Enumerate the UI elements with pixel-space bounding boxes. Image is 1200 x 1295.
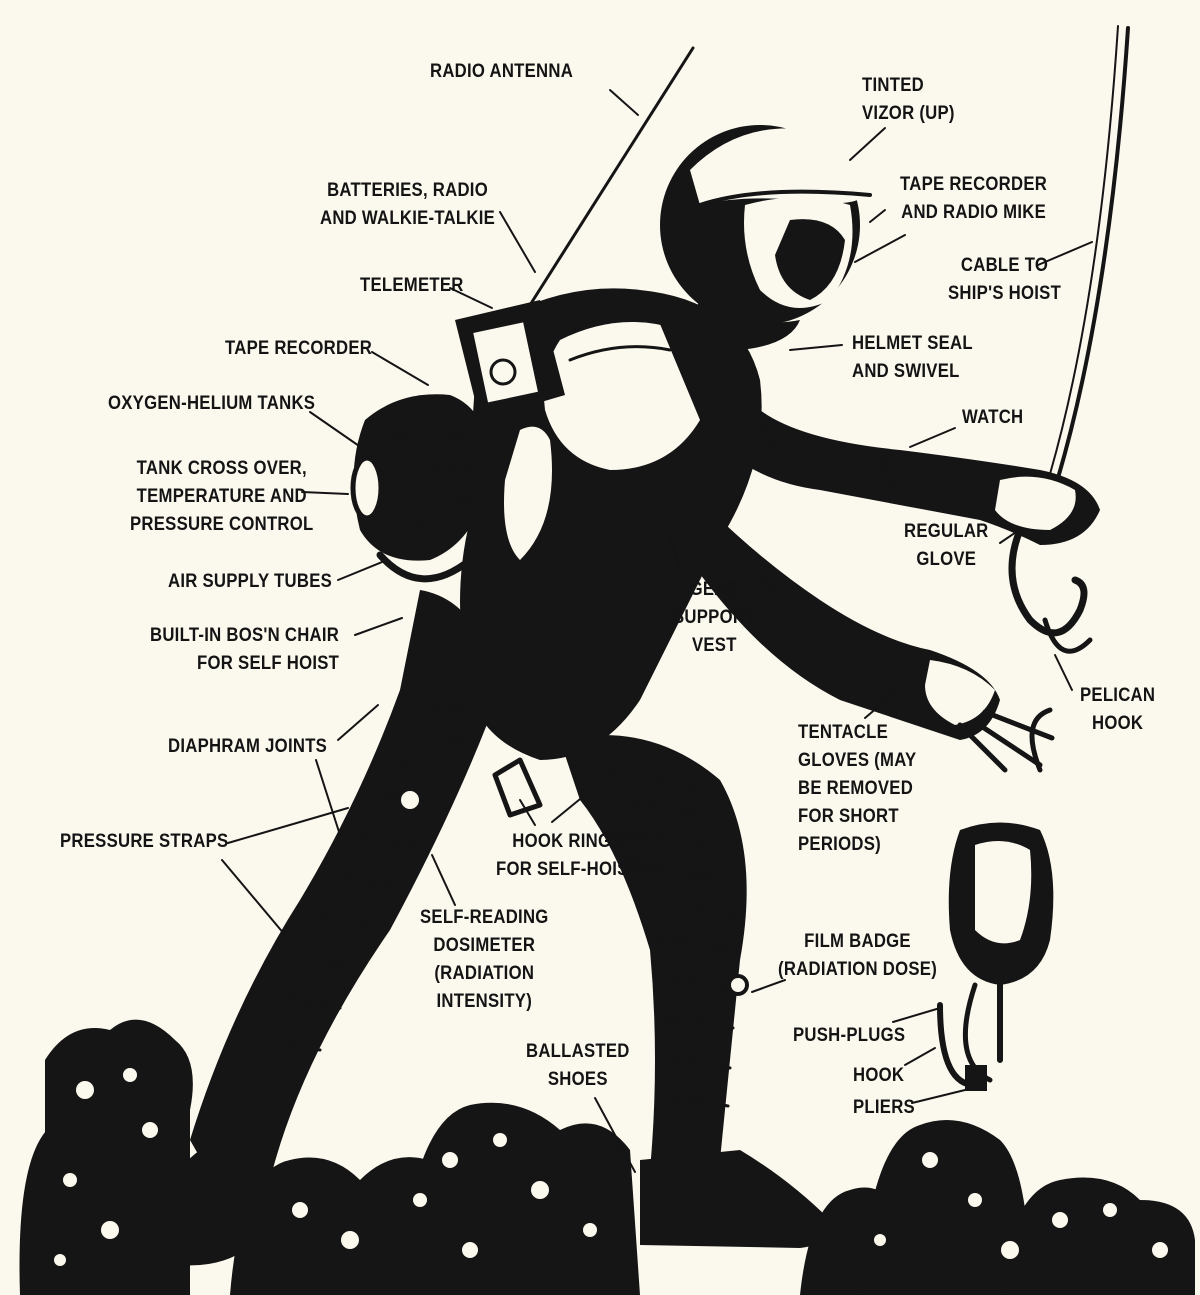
label-push-plugs: PUSH-PLUGS	[793, 1025, 906, 1046]
label-radio-antenna: RADIO ANTENNA	[430, 61, 574, 82]
label-cable-to-hoist: CABLE TO SHIP'S HOIST	[948, 255, 1062, 304]
label-film-badge: FILM BADGE (RADIATION DOSE)	[778, 931, 938, 980]
label-diaphram-joints: DIAPHRAM JOINTS	[168, 736, 328, 757]
label-tentacle-gloves: TENTACLE GLOVES (MAY BE REMOVED FOR SHOR…	[798, 722, 917, 855]
label-hook: HOOK	[853, 1065, 905, 1086]
label-self-reading-dosimeter: SELF-READING DOSIMETER (RADIATION INTENS…	[420, 907, 549, 1012]
label-regular-glove: REGULAR GLOVE	[904, 521, 989, 570]
label-tank-cross-over: TANK CROSS OVER, TEMPERATURE AND PRESSUR…	[130, 458, 314, 535]
label-pliers: PLIERS	[853, 1097, 915, 1118]
label-ballasted-shoes: BALLASTED SHOES	[526, 1041, 630, 1090]
label-hook-rings: HOOK RINGS FOR SELF-HOIST	[496, 831, 640, 880]
label-gear-support-vest: GEAR SUPPORT VEST	[673, 579, 756, 656]
shrubbery	[19, 1019, 1195, 1295]
label-pressure-straps: PRESSURE STRAPS	[60, 831, 229, 852]
label-tinted-vizor: TINTED VIZOR (UP)	[862, 75, 955, 124]
label-batteries-radio: BATTERIES, RADIO AND WALKIE-TALKIE	[320, 180, 496, 229]
label-pelican-hook: PELICAN HOOK	[1080, 685, 1156, 734]
label-telemeter: TELEMETER	[360, 275, 464, 296]
label-tape-recorder-mike: TAPE RECORDER AND RADIO MIKE	[900, 174, 1048, 223]
label-helmet-seal: HELMET SEAL AND SWIVEL	[852, 333, 973, 382]
label-bosn-chair: BUILT-IN BOS'N CHAIR FOR SELF HOIST	[150, 625, 340, 674]
label-air-supply-tubes: AIR SUPPLY TUBES	[168, 571, 333, 592]
label-oxygen-helium-tanks: OXYGEN-HELIUM TANKS	[108, 393, 316, 414]
label-watch: WATCH	[962, 407, 1024, 428]
label-tape-recorder: TAPE RECORDER	[225, 338, 373, 359]
